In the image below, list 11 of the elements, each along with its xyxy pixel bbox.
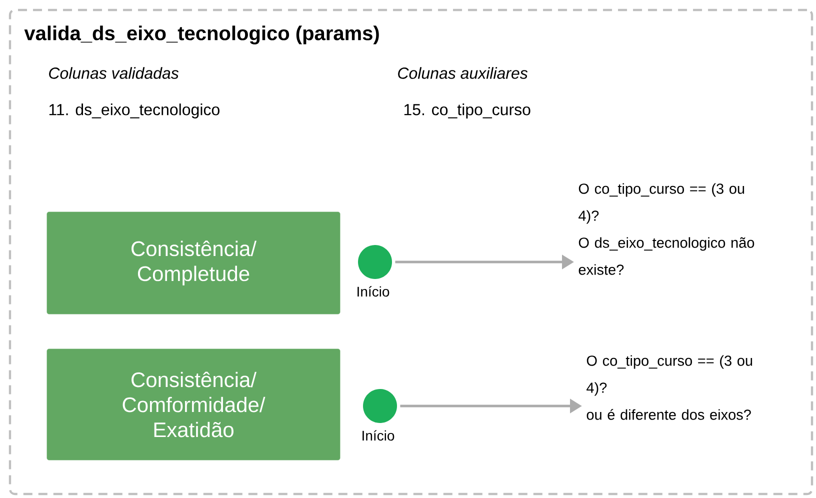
frame-heading: valida_ds_eixo_tecnologico (params) [24, 26, 379, 44]
condition-text: O co_tipo_curso == (3 ou 4)? O ds_eixo_tecnologico não existe? [578, 183, 754, 275]
start-label: Início [358, 286, 390, 297]
column-heading: Colunas validadas [49, 67, 179, 79]
start-label: Início [362, 430, 394, 441]
process-box: Consistência/ Comformidade/ Exatidão [46, 348, 340, 460]
condition-text: O co_tipo_curso == (3 ou 4)? ou é diferente dos eixos? [586, 355, 752, 420]
column-heading: Colunas auxiliares [398, 67, 528, 79]
process-box: Consistência/ Completude [46, 212, 340, 314]
column-name: 11. ds_eixo_tecnologico [49, 104, 220, 118]
column-name: 15. co_tipo_curso [404, 104, 530, 118]
